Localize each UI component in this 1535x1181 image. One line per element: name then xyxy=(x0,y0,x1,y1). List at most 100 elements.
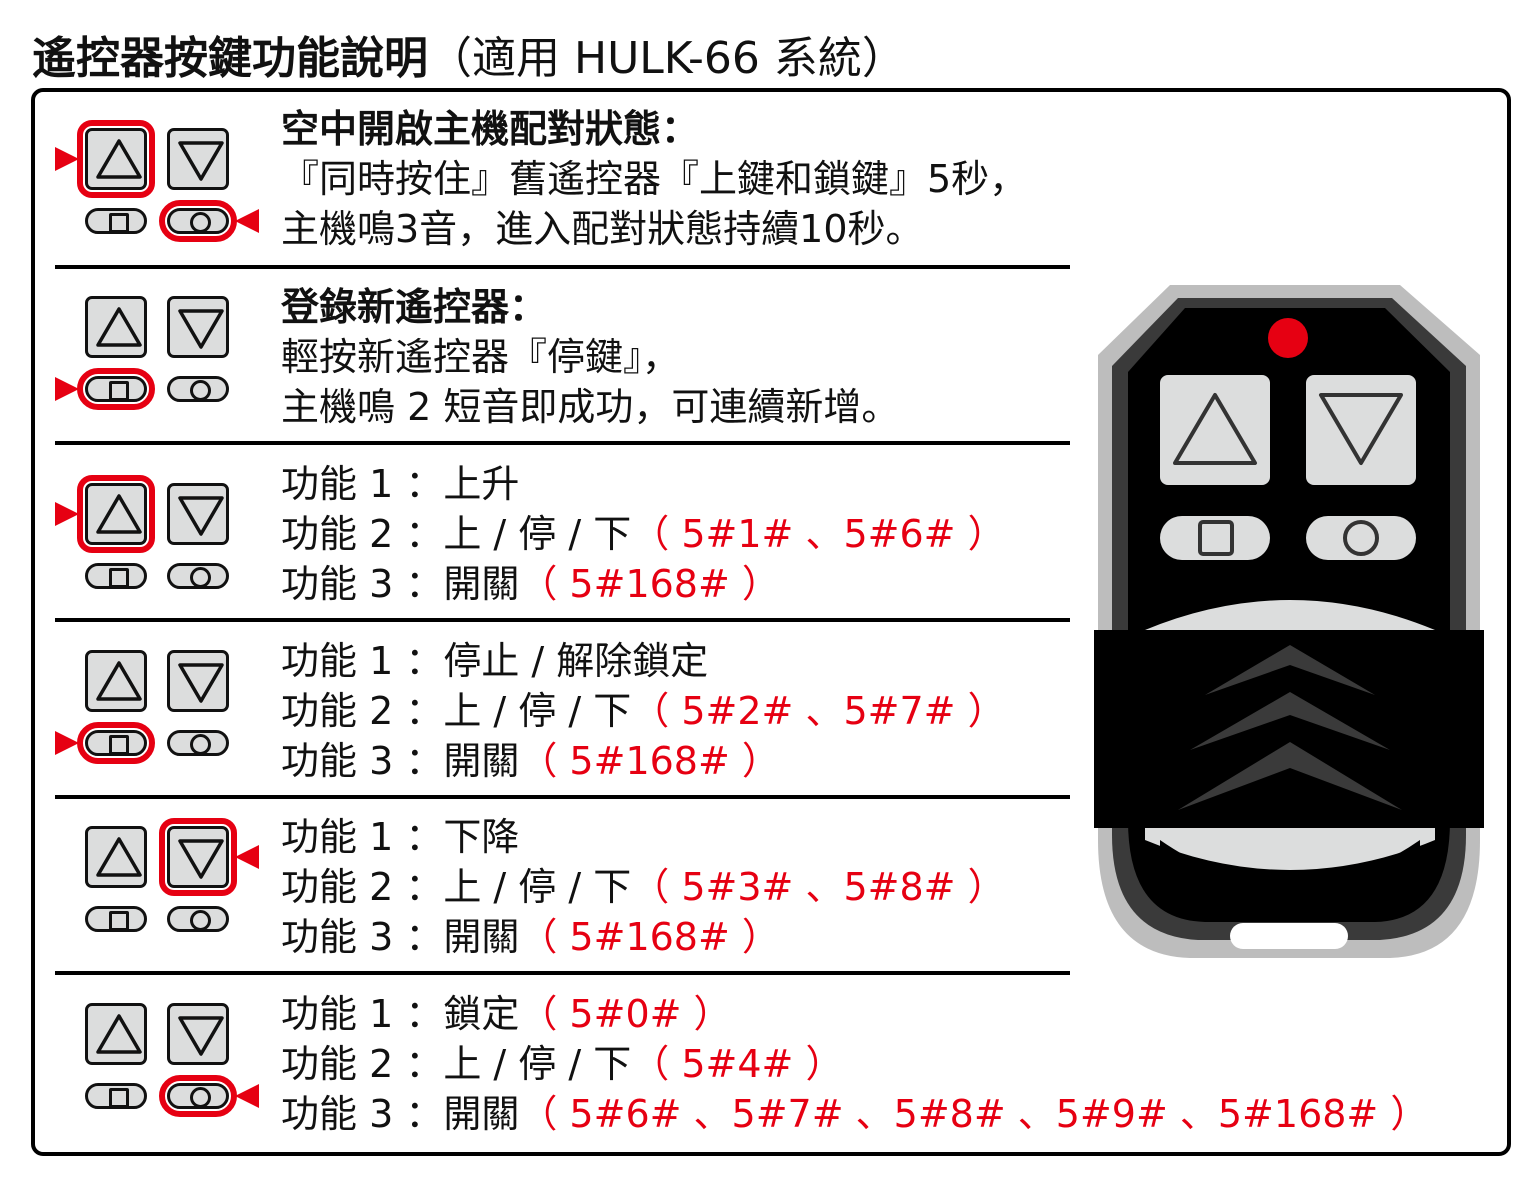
chevron-logo-icon xyxy=(1178,645,1402,810)
key-diagram xyxy=(55,995,275,1117)
description-line: 功能 1 ：下降 xyxy=(281,812,1006,862)
description-text: 輕按新遙控器『停鍵』， xyxy=(281,335,681,379)
up-key-icon xyxy=(77,475,155,553)
down-key-icon xyxy=(167,650,229,712)
lock-key-icon xyxy=(167,906,229,932)
remote-up-button xyxy=(1160,375,1270,485)
description-text: 主機鳴3音，進入配對狀態持續10秒。 xyxy=(281,207,924,251)
row-description: 功能 1 ：下降功能 2 ：上 / 停 / 下（ 5#3# 、5#8# ）功能 … xyxy=(281,812,1006,962)
description-line: 功能 1 ：上升 xyxy=(281,459,1006,509)
stop-key-icon xyxy=(77,368,155,410)
pointer-arrow-icon xyxy=(55,147,79,171)
pointer-arrow-icon xyxy=(235,845,259,869)
command-code: （ 5#168# ） xyxy=(519,915,780,959)
command-code: （ 5#4# ） xyxy=(631,1042,844,1086)
description-text: 『同時按住』舊遙控器『上鍵和鎖鍵』5秒， xyxy=(281,157,1028,201)
lock-key-icon xyxy=(167,730,229,756)
key-diagram xyxy=(55,818,275,938)
key-diagram xyxy=(55,642,275,764)
pointer-arrow-icon xyxy=(55,502,79,526)
command-code: （ 5#0# ） xyxy=(519,992,732,1036)
down-arrow-icon xyxy=(1319,393,1403,465)
key-diagram xyxy=(55,288,275,410)
remote-stop-button xyxy=(1160,516,1270,560)
pointer-arrow-icon xyxy=(235,209,259,233)
remote-lock-button xyxy=(1306,516,1416,560)
command-code: （ 5#168# ） xyxy=(519,562,780,606)
down-key-icon xyxy=(167,296,229,358)
command-code: （ 5#1# 、5#6# ） xyxy=(631,512,1006,556)
row-description: 功能 1 ：鎖定（ 5#0# ）功能 2 ：上 / 停 / 下（ 5#4# ）功… xyxy=(281,989,1428,1139)
command-code: （ 5#3# 、5#8# ） xyxy=(631,865,1006,909)
stop-key-icon xyxy=(85,208,147,234)
stop-key-icon xyxy=(77,722,155,764)
stop-key-icon xyxy=(85,1083,147,1109)
row-description: 功能 1 ：停止 / 解除鎖定功能 2 ：上 / 停 / 下（ 5#2# 、5#… xyxy=(281,636,1006,786)
up-key-icon xyxy=(85,1003,147,1065)
keyring-slot xyxy=(1230,923,1348,949)
row-divider xyxy=(55,618,1070,622)
pointer-arrow-icon xyxy=(55,731,79,755)
square-icon xyxy=(1198,520,1234,556)
row-divider xyxy=(55,265,1070,269)
up-key-icon xyxy=(85,650,147,712)
description-line: 功能 2 ：上 / 停 / 下（ 5#4# ） xyxy=(281,1039,1428,1089)
up-arrow-icon xyxy=(1173,393,1257,465)
row-description: 登錄新遙控器： 輕按新遙控器『停鍵』， 主機鳴 2 短音即成功，可連續新增。 xyxy=(281,282,899,432)
description-text: 功能 3 ：開關 xyxy=(281,915,520,959)
description-line: 功能 2 ：上 / 停 / 下（ 5#2# 、5#7# ） xyxy=(281,686,1006,736)
description-line: 『同時按住』舊遙控器『上鍵和鎖鍵』5秒， xyxy=(281,154,1027,204)
description-line: 功能 2 ：上 / 停 / 下（ 5#3# 、5#8# ） xyxy=(281,862,1006,912)
description-line: 功能 2 ：上 / 停 / 下（ 5#1# 、5#6# ） xyxy=(281,509,1006,559)
content-frame xyxy=(31,88,1511,1156)
lock-key-icon xyxy=(167,563,229,589)
description-line: 功能 3 ：開關（ 5#6# 、5#7# 、5#8# 、5#9# 、5#168#… xyxy=(281,1089,1428,1139)
lock-key-icon xyxy=(159,200,237,242)
description-line: 功能 1 ：鎖定（ 5#0# ） xyxy=(281,989,1428,1039)
remote-control-illustration xyxy=(1094,285,1484,958)
lock-key-icon xyxy=(159,1075,237,1117)
down-key-icon xyxy=(159,818,237,896)
description-text: 功能 2 ：上 / 停 / 下 xyxy=(281,865,632,909)
description-line: 功能 3 ：開關（ 5#168# ） xyxy=(281,912,1006,962)
description-line: 輕按新遙控器『停鍵』， xyxy=(281,332,899,382)
description-text: 功能 3 ：開關 xyxy=(281,1092,520,1136)
remote-down-button xyxy=(1306,375,1416,485)
description-line: 功能 1 ：停止 / 解除鎖定 xyxy=(281,636,1006,686)
lock-key-icon xyxy=(167,376,229,402)
up-key-icon xyxy=(77,120,155,198)
page-title: 遙控器按鍵功能說明（適用 HULK-66 系統） xyxy=(32,22,906,86)
title-sub: （適用 HULK-66 系統） xyxy=(428,33,906,84)
stop-key-icon xyxy=(85,563,147,589)
led-indicator xyxy=(1268,318,1308,358)
up-key-icon xyxy=(85,826,147,888)
remote-bottom-shadow xyxy=(1160,840,1420,910)
description-text: 功能 3 ：開關 xyxy=(281,739,520,783)
key-diagram xyxy=(55,465,275,589)
description-text: 功能 3 ：開關 xyxy=(281,562,520,606)
pointer-arrow-icon xyxy=(235,1084,259,1108)
row-description: 功能 1 ：上升功能 2 ：上 / 停 / 下（ 5#1# 、5#6# ）功能 … xyxy=(281,459,1006,609)
row-description: 空中開啟主機配對狀態： 『同時按住』舊遙控器『上鍵和鎖鍵』5秒， 主機鳴3音，進入配… xyxy=(281,104,1027,254)
description-text: 功能 2 ：上 / 停 / 下 xyxy=(281,512,632,556)
circle-icon xyxy=(1343,520,1379,556)
description-text: 功能 2 ：上 / 停 / 下 xyxy=(281,689,632,733)
row-divider xyxy=(55,441,1070,445)
description-text: 功能 1 ：鎖定 xyxy=(281,992,520,1036)
row-heading: 空中開啟主機配對狀態： xyxy=(281,107,700,151)
key-diagram xyxy=(55,110,275,242)
row-divider xyxy=(55,971,1070,975)
up-key-icon xyxy=(85,296,147,358)
row-heading: 登錄新遙控器： xyxy=(281,285,548,329)
description-line: 功能 3 ：開關（ 5#168# ） xyxy=(281,559,1006,609)
down-key-icon xyxy=(167,483,229,545)
description-line: 主機鳴 2 短音即成功，可連續新增。 xyxy=(281,382,899,432)
title-main: 遙控器按鍵功能說明 xyxy=(32,33,428,84)
description-line: 主機鳴3音，進入配對狀態持續10秒。 xyxy=(281,204,1027,254)
description-text: 功能 1 ：下降 xyxy=(281,815,520,859)
stop-key-icon xyxy=(85,906,147,932)
pointer-arrow-icon xyxy=(55,377,79,401)
command-code: （ 5#2# 、5#7# ） xyxy=(631,689,1006,733)
description-text: 主機鳴 2 短音即成功，可連續新增。 xyxy=(281,385,900,429)
command-code: （ 5#6# 、5#7# 、5#8# 、5#9# 、5#168# ） xyxy=(519,1092,1429,1136)
